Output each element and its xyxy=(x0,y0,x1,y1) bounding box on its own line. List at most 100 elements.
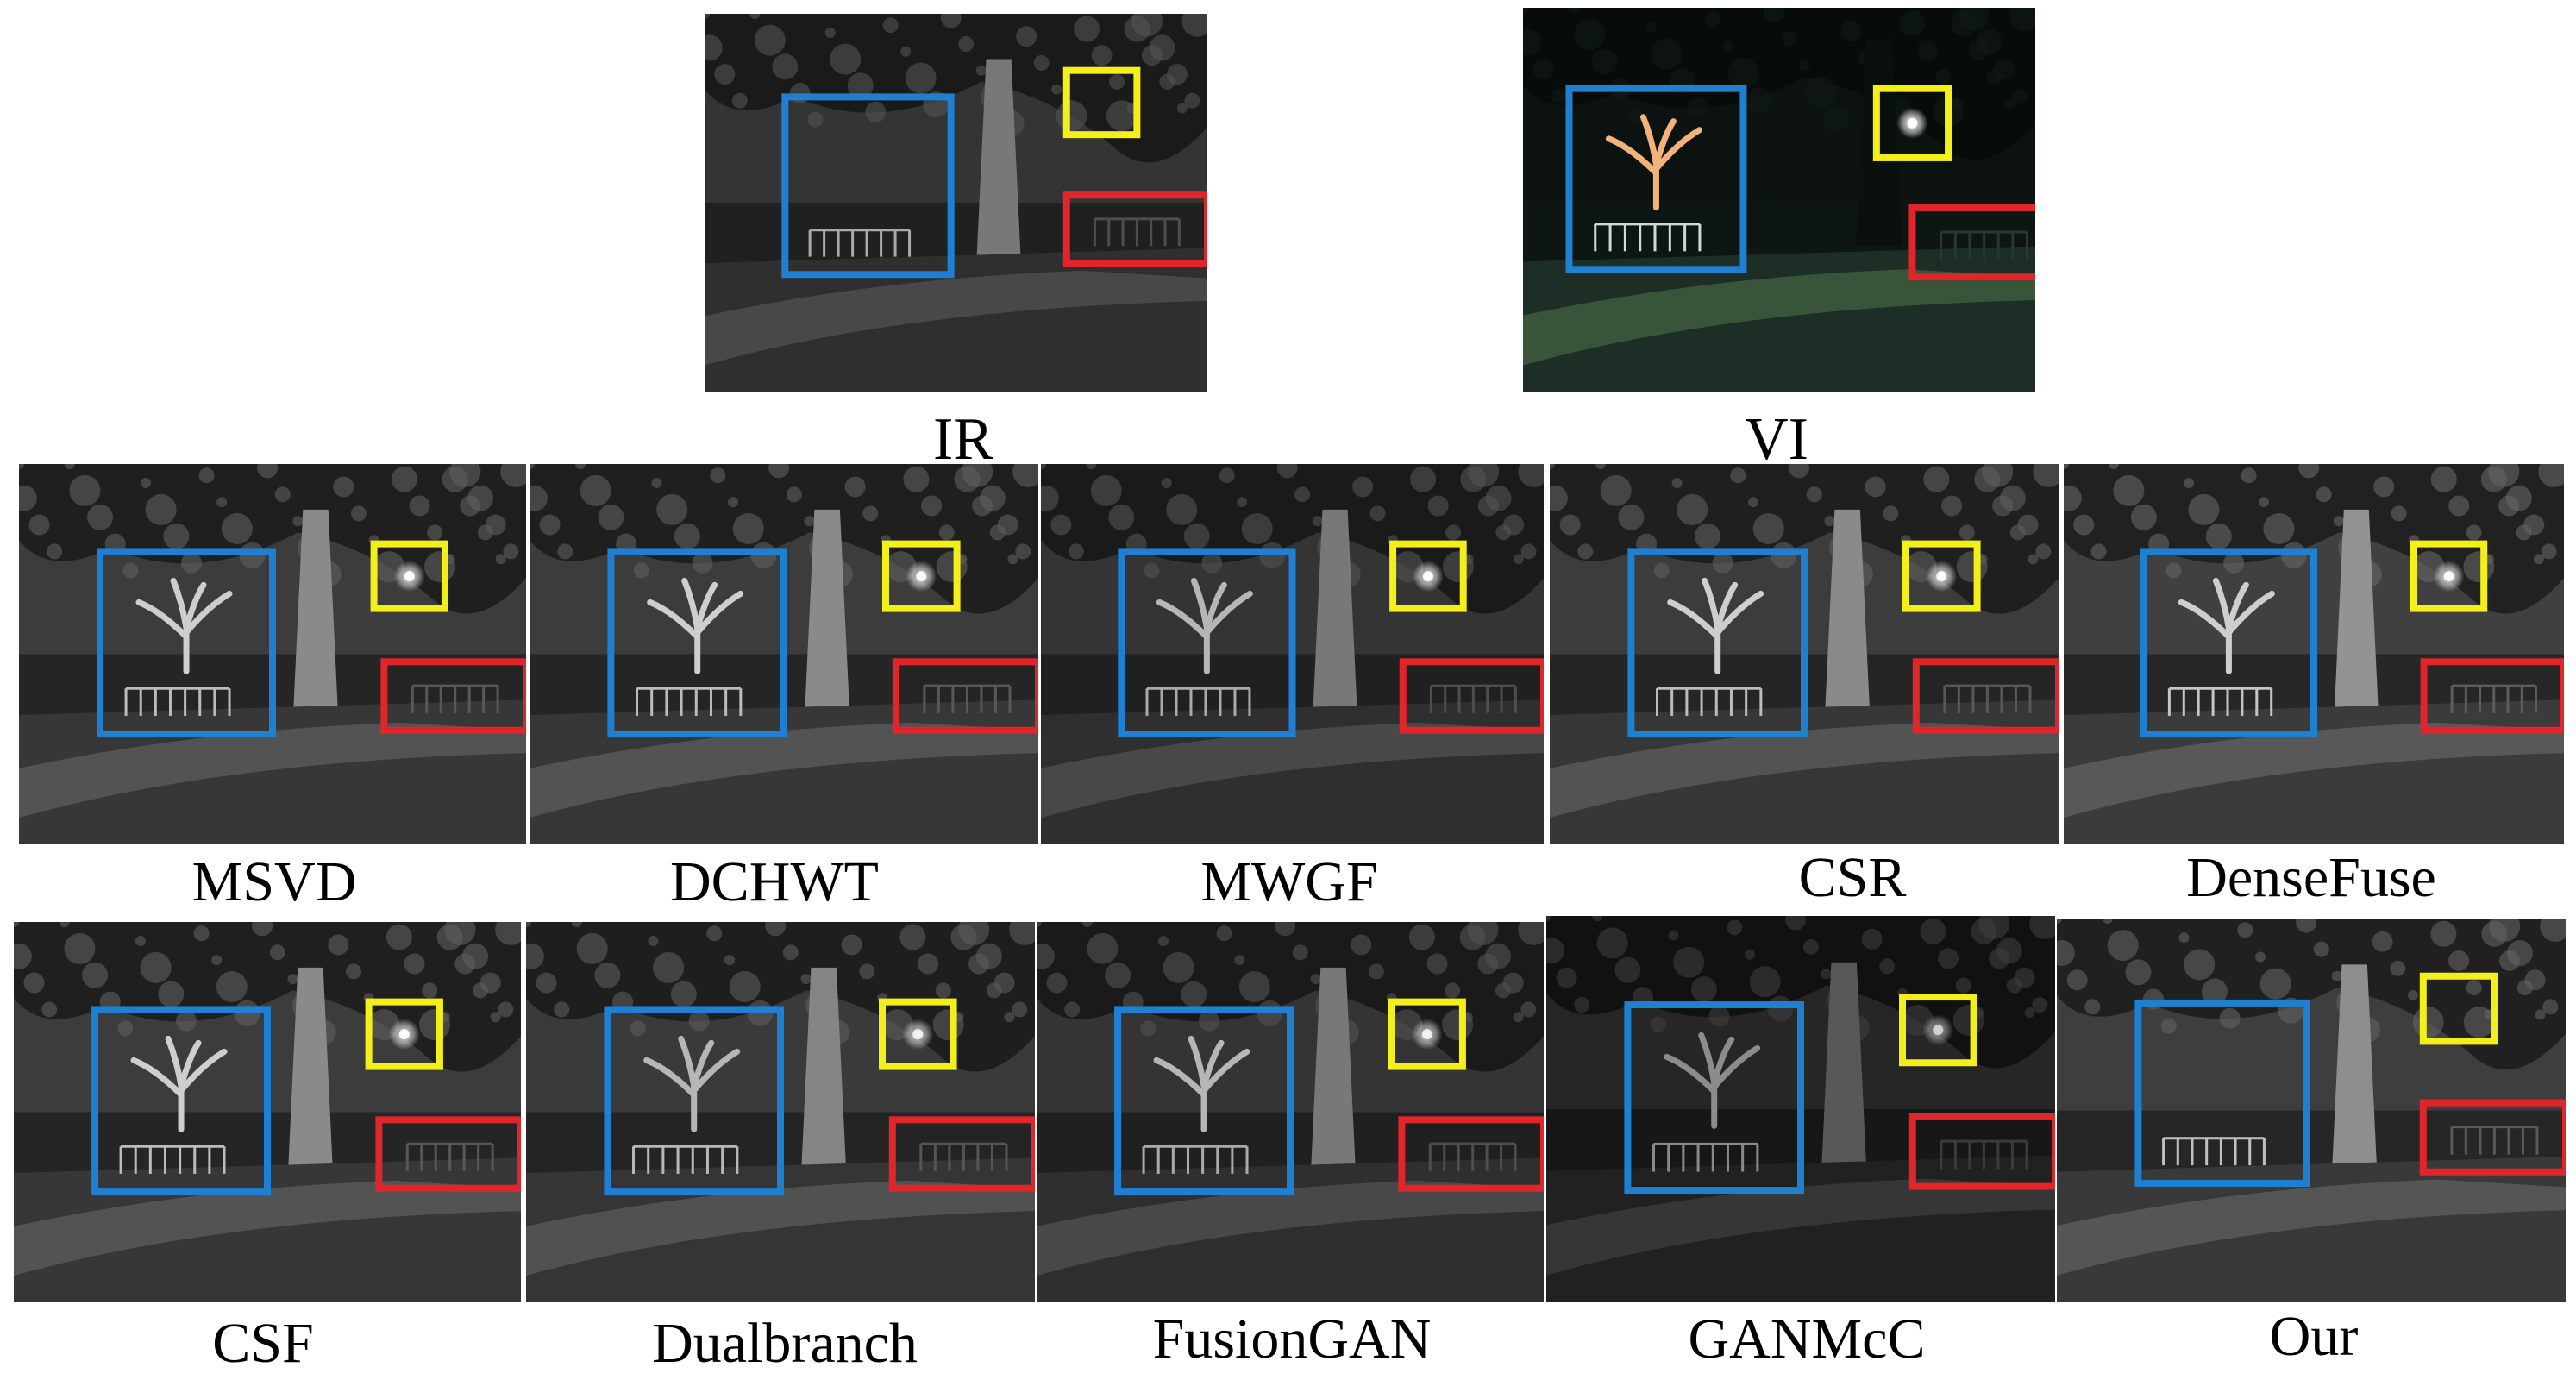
leaf-speckle xyxy=(1952,1004,1984,1036)
leaf-speckle xyxy=(598,504,624,530)
leaf-speckle xyxy=(163,523,190,549)
leaf-speckle xyxy=(557,543,573,560)
leaf-speckle xyxy=(731,92,748,109)
leaf-speckle xyxy=(1824,516,1835,527)
leaf-speckle xyxy=(1426,953,1448,975)
leaf-speckle xyxy=(198,467,215,484)
tree-trunk xyxy=(287,967,334,1181)
leaf-speckle xyxy=(710,467,726,484)
bench xyxy=(2162,1137,2266,1166)
bench-faint xyxy=(1429,684,1517,713)
leaf-speckle xyxy=(2006,977,2022,994)
leaf-speckle xyxy=(1074,16,1100,42)
leaf-speckle xyxy=(692,552,713,574)
small-tree xyxy=(135,577,233,674)
leaf-speckle xyxy=(1459,924,1486,950)
leaf-speckle xyxy=(1442,1009,1474,1041)
image-csr xyxy=(1550,464,2059,844)
leaf-speckle xyxy=(1158,936,1169,947)
leaf-speckle xyxy=(800,974,812,985)
leaf-speckle xyxy=(750,542,777,568)
leaf-speckle xyxy=(728,497,738,508)
leaf-speckle xyxy=(844,476,866,498)
leaf-speckle xyxy=(216,970,248,1002)
leaf-speckle xyxy=(674,523,700,549)
leaf-speckle xyxy=(670,981,697,1007)
leaf-speckle xyxy=(2534,554,2544,565)
blue-box xyxy=(2134,999,2310,1188)
leaf-speckle xyxy=(234,1000,260,1026)
tree-trunk xyxy=(1310,967,1357,1181)
leaf-speckle xyxy=(575,464,586,469)
red-box xyxy=(2420,658,2564,734)
image-densefuse xyxy=(2064,464,2564,844)
leaf-speckle xyxy=(1041,464,1046,469)
leaf-speckle xyxy=(972,495,993,517)
leaf-speckle xyxy=(1767,995,1794,1022)
leaf-speckle xyxy=(385,924,412,950)
leaf-speckle xyxy=(140,951,172,983)
bench-faint xyxy=(2450,684,2538,713)
leaf-speckle xyxy=(1408,924,1435,950)
bench-faint xyxy=(1940,230,2028,260)
leaf-speckle xyxy=(345,963,361,980)
bench-faint xyxy=(411,684,499,713)
leaf-speckle xyxy=(1009,922,1035,945)
leaf-speckle xyxy=(1789,464,1810,479)
small-tree xyxy=(1156,577,1253,674)
image-fusiongan xyxy=(1037,922,1544,1302)
leaf-speckle xyxy=(1950,9,1977,36)
leaf-speckle xyxy=(954,466,981,492)
panel-mwgf xyxy=(1041,464,1544,844)
leaf-speckle xyxy=(239,542,266,568)
path xyxy=(2064,722,2564,818)
panel-ganmcc xyxy=(1546,916,2055,1302)
leaf-speckle xyxy=(495,922,521,945)
leaf-speckle xyxy=(1310,974,1321,985)
label-dualbranch: Dualbranch xyxy=(652,1312,918,1375)
leaf-speckle xyxy=(526,943,544,969)
leaf-speckle xyxy=(1785,916,1807,931)
leaf-speckle xyxy=(1727,919,1743,936)
leaf-speckle xyxy=(391,466,417,492)
leaf-speckle xyxy=(830,43,862,75)
leaf-speckle xyxy=(1163,951,1194,983)
leaf-speckle xyxy=(1460,466,1487,492)
bench xyxy=(1145,687,1251,716)
moon xyxy=(1936,571,1947,582)
panel-dualbranch xyxy=(526,922,1035,1302)
leaf-speckle xyxy=(2032,997,2048,1013)
yellow-box xyxy=(2419,972,2498,1045)
label-csf: CSF xyxy=(212,1312,314,1375)
leaf-speckle xyxy=(804,516,815,527)
leaf-speckle xyxy=(841,934,862,956)
bench-faint xyxy=(1940,1139,2028,1170)
leaf-speckle xyxy=(580,474,611,506)
leaf-speckle xyxy=(630,1020,646,1037)
small-tree xyxy=(2178,577,2275,674)
leaf-speckle xyxy=(2184,478,2194,489)
leaf-speckle xyxy=(145,493,177,525)
leaf-speckle xyxy=(2237,922,2253,938)
leaf-speckle xyxy=(2004,98,2015,110)
small-tree xyxy=(647,577,744,674)
leaf-speckle xyxy=(1257,1000,1283,1026)
leaf-speckle xyxy=(117,1020,134,1037)
bench xyxy=(119,1145,226,1174)
leaf-speckle xyxy=(252,922,273,937)
label-fusiongan: FusionGAN xyxy=(1152,1308,1432,1370)
leaf-speckle xyxy=(747,1000,774,1026)
leaf-speckle xyxy=(2480,466,2507,492)
path xyxy=(1550,722,2059,818)
leaf-speckle xyxy=(882,17,899,34)
image-ganmcc xyxy=(1546,916,2055,1302)
leaf-speckle xyxy=(2028,554,2039,565)
leaf-speckle xyxy=(2430,920,2457,947)
leaf-speckle xyxy=(82,962,109,988)
tree-trunk xyxy=(804,509,850,723)
leaf-speckle xyxy=(1201,552,1223,574)
bench-faint xyxy=(919,1142,1008,1171)
red-box xyxy=(1062,191,1207,267)
leaf-speckle xyxy=(1518,922,1544,945)
leaf-speckle xyxy=(1046,972,1068,994)
